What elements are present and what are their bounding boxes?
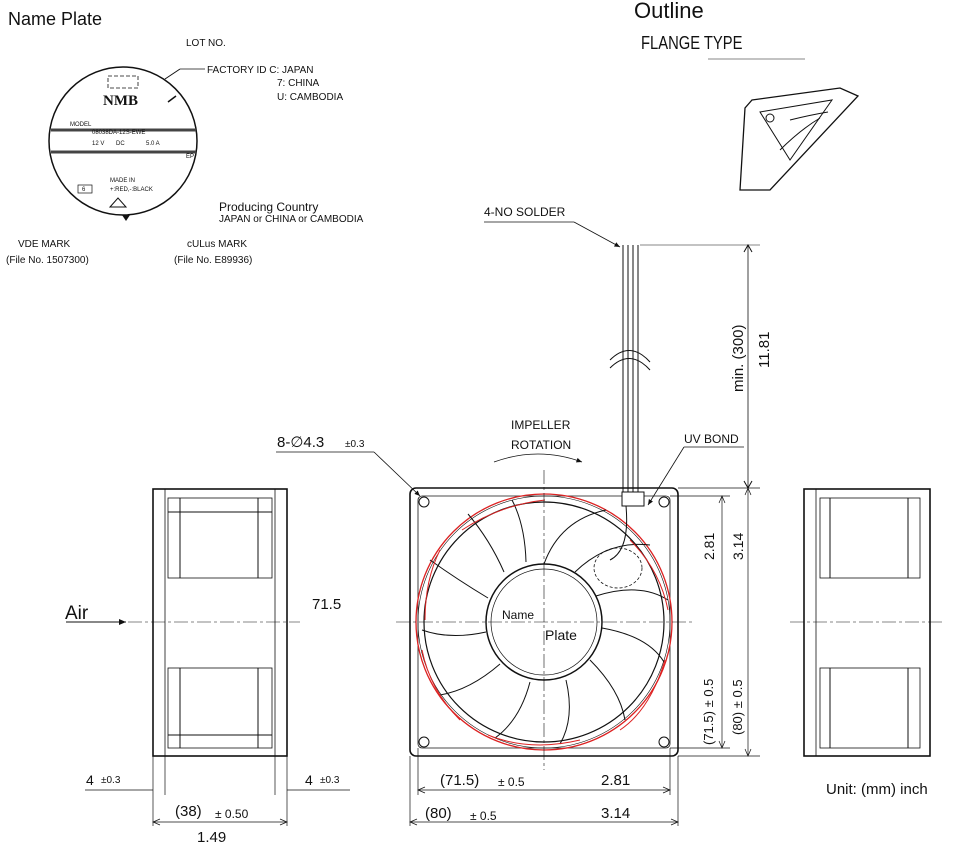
depth-dim-tol: ± 0.50 (215, 807, 249, 821)
model-value: 08038DA-12S-EWE (92, 130, 146, 136)
lead-length-inch: 11.81 (756, 331, 773, 368)
hub-name-label: Name (502, 608, 535, 622)
factory-id-label: FACTORY ID C: JAPAN (207, 65, 314, 76)
depth-dim-mm: (38) (175, 803, 202, 820)
hole-spec: 8-∅4.3 (277, 434, 325, 451)
rating-current: 5.0 A (146, 141, 160, 147)
name-plate-title: Name Plate (8, 9, 103, 29)
made-in-label: MADE IN (110, 178, 136, 184)
right-dimensions (670, 487, 760, 757)
side-view-center-dim: 71.5 (312, 596, 342, 613)
flange-thumbnail (708, 58, 860, 191)
hub-plate-label: Plate (545, 627, 577, 643)
right-dim-715: (71.5) ± 0.5 (701, 678, 716, 745)
vde-file-no: (File No. 1507300) (6, 255, 89, 266)
lead-color-legend: +:RED,-:BLACK (110, 187, 153, 193)
culus-mark-label: cULus MARK (187, 239, 248, 250)
bottom-dim-80: (80) (425, 805, 452, 822)
nmb-logo: NMB (103, 93, 138, 109)
bottom-dim-281: 2.81 (601, 772, 631, 789)
unit-label: Unit: (mm) inch (826, 781, 928, 798)
fan-side-view-right (790, 488, 945, 757)
lot-no-label: LOT NO. (186, 38, 226, 49)
airflow-label: Air (65, 603, 89, 624)
flange-type-label: FLANGE TYPE (641, 33, 743, 53)
depth-dim-inch: 1.49 (197, 829, 227, 846)
bottom-dim-314: 3.14 (601, 805, 631, 822)
right-flange-tol: ±0.3 (320, 775, 340, 786)
vde-mark-label: VDE MARK (18, 239, 71, 250)
culus-file-no: (File No. E89936) (174, 255, 253, 266)
lead-wires (484, 221, 760, 495)
rotation-label: ROTATION (511, 438, 572, 452)
left-flange-dim: 4 (86, 772, 94, 788)
right-dim-80: (80) ± 0.5 (730, 679, 745, 735)
right-flange-dim: 4 (305, 772, 313, 788)
ep-mark: EP (186, 154, 195, 160)
lead-mark: 6 (82, 187, 86, 193)
bottom-dim-715-tol: ± 0.5 (498, 775, 525, 789)
name-plate-label-drawing (48, 66, 198, 221)
model-label: MODEL (70, 122, 92, 128)
factory-id-china: 7: CHINA (277, 78, 320, 89)
hole-tolerance: ±0.3 (345, 439, 365, 450)
producing-country-value: JAPAN or CHINA or CAMBODIA (219, 214, 364, 225)
bottom-dimensions (409, 748, 679, 826)
bottom-dim-715: (71.5) (440, 772, 480, 789)
factory-id-cambodia: U: CAMBODIA (277, 92, 344, 103)
uv-bond-label: UV BOND (684, 432, 739, 446)
rating-dc: DC (116, 141, 125, 147)
impeller-label: IMPELLER (511, 418, 571, 432)
rating-voltage: 12 V (92, 141, 105, 147)
producing-country-title: Producing Country (219, 200, 319, 214)
lead-wire-spec: 4-NO SOLDER (484, 205, 566, 219)
right-dim-314: 3.14 (730, 532, 746, 560)
right-dim-281: 2.81 (701, 532, 717, 560)
fan-side-view-left (66, 488, 350, 826)
fan-front-view (276, 446, 744, 770)
left-flange-tol: ±0.3 (101, 775, 121, 786)
bottom-dim-80-tol: ± 0.5 (470, 809, 497, 823)
lead-length-mm: min. (300) (730, 324, 747, 392)
outline-title: Outline (634, 0, 704, 23)
